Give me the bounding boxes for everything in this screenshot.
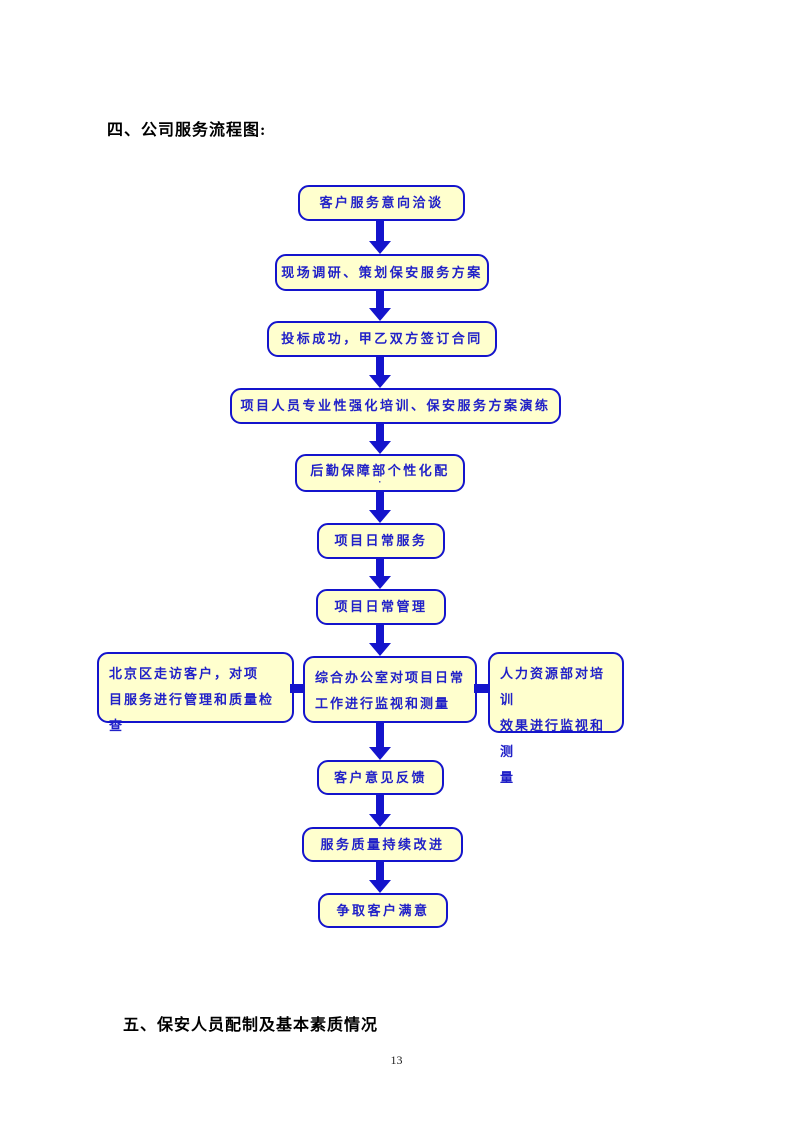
down-arrow <box>369 722 391 760</box>
node-label: 后勤保障部个性化配 <box>310 462 450 478</box>
node-daily-management: 项目日常管理 <box>316 589 446 625</box>
node-office-monitor-measure: 综合办公室对项目日常 工作进行监视和测量 <box>303 656 477 723</box>
down-arrow <box>369 291 391 321</box>
down-arrow <box>369 357 391 388</box>
node-customer-feedback: 客户意见反馈 <box>317 760 444 795</box>
down-arrow <box>369 424 391 454</box>
node-staff-training-drill: 项目人员专业性强化培训、保安服务方案演练 <box>230 388 561 424</box>
down-arrow <box>369 862 391 893</box>
down-arrow <box>369 221 391 254</box>
section-heading-flowchart: 四、公司服务流程图: <box>107 122 267 139</box>
connector-left <box>290 684 306 693</box>
down-arrow <box>369 492 391 523</box>
down-arrow <box>369 559 391 589</box>
page-number: 13 <box>390 1053 403 1067</box>
down-arrow <box>369 795 391 827</box>
node-beijing-visit-quality-check: 北京区走访客户，对项 目服务进行管理和质量检查 <box>97 652 294 733</box>
down-arrow <box>369 625 391 656</box>
connector-right <box>474 684 491 693</box>
node-bid-success-contract: 投标成功，甲乙双方签订合同 <box>267 321 497 357</box>
node-logistics-personalized: 后勤保障部个性化配 · <box>295 454 465 492</box>
node-site-survey-plan: 现场调研、策划保安服务方案 <box>275 254 489 291</box>
node-sub-mark: · <box>378 476 382 487</box>
section-heading-personnel: 五、保安人员配制及基本素质情况 <box>123 1017 379 1034</box>
node-customer-satisfaction: 争取客户满意 <box>318 893 448 928</box>
node-service-intent-negotiation: 客户服务意向洽谈 <box>298 185 465 221</box>
node-hr-training-monitor: 人力资源部对培训 效果进行监视和测 量 <box>488 652 624 785</box>
node-daily-service: 项目日常服务 <box>317 523 445 559</box>
node-continuous-improvement: 服务质量持续改进 <box>302 827 463 862</box>
